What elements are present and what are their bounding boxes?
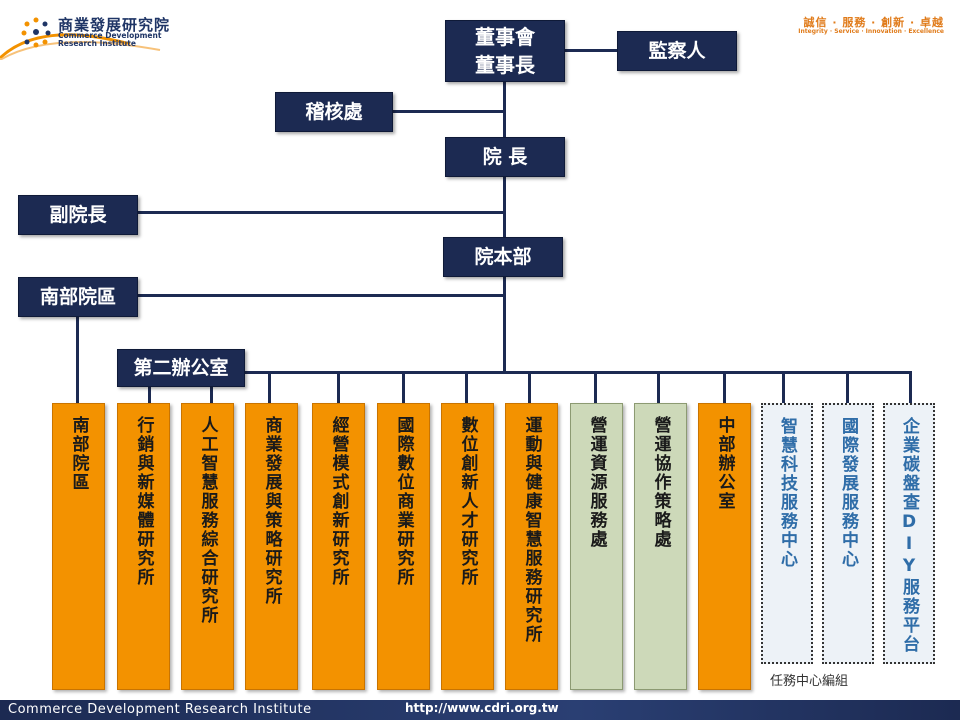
connector-units-bus — [150, 371, 912, 374]
drop-line — [782, 371, 785, 404]
unit-marketing-new-media: 行銷與新媒體研究所 — [117, 403, 170, 690]
drop-line — [268, 371, 271, 404]
logo-subtitle: Commerce Development Research Institute — [58, 31, 162, 48]
drop-line — [909, 371, 912, 404]
header-swoosh — [0, 33, 161, 60]
logo-icon — [21, 17, 51, 48]
headquarters-box: 院本部 — [443, 237, 563, 277]
motto: 誠信 · 服務 · 創新 · 卓越 — [803, 16, 944, 29]
supervisor-box: 監察人 — [617, 31, 737, 71]
unit-digital-commerce: 國際數位商業研究所 — [377, 403, 430, 690]
vice-president-box: 副院長 — [18, 195, 138, 235]
footer-name: Commerce Development Research Institute — [8, 702, 312, 717]
connector-south-campus — [138, 294, 505, 297]
connector-audit — [393, 110, 505, 113]
unit-ai-services: 人工智慧服務綜合研究所 — [181, 403, 234, 690]
drop-line — [337, 371, 340, 404]
second-office-box: 第二辦公室 — [117, 349, 245, 387]
drop-line — [657, 371, 660, 404]
footer-bar — [0, 700, 960, 720]
unit-digital-talent: 數位創新人才研究所 — [441, 403, 494, 690]
unit-central-office: 中部辦公室 — [698, 403, 751, 690]
drop-line — [402, 371, 405, 404]
drop-line — [465, 371, 468, 404]
connector-supervisor — [565, 49, 618, 52]
connector-vice-president — [138, 211, 505, 214]
motto-english: Integrity · Service · Innovation · Excel… — [798, 28, 944, 35]
drop-line — [528, 371, 531, 404]
connector-main-trunk — [503, 80, 506, 372]
drop-line — [148, 371, 151, 404]
connector-south-unit — [76, 317, 79, 403]
board-box: 董事會 董事長 — [445, 20, 565, 82]
unit-operation-resources: 營運資源服務處 — [570, 403, 623, 690]
unit-business-strategy: 商業發展與策略研究所 — [245, 403, 298, 690]
mission-center-note: 任務中心編組 — [770, 674, 849, 689]
connector-second-office — [244, 371, 505, 374]
unit-smart-tech-center: 智慧科技服務中心 — [761, 403, 813, 664]
unit-carbon-platform: 企業碳盤查DIY服務平台 — [883, 403, 935, 664]
drop-line — [594, 371, 597, 404]
board-label: 董事會 — [475, 25, 535, 49]
footer-url[interactable]: http://www.cdri.org.tw — [405, 701, 559, 715]
unit-south-campus: 南部院區 — [52, 403, 105, 690]
unit-operation-strategy: 營運協作策略處 — [634, 403, 687, 690]
president-box: 院 長 — [445, 137, 565, 177]
unit-intl-development-center: 國際發展服務中心 — [822, 403, 874, 664]
drop-line — [210, 371, 213, 404]
drop-line — [846, 371, 849, 404]
drop-line — [723, 371, 726, 404]
chairman-label: 董事長 — [475, 53, 535, 77]
south-campus-box: 南部院區 — [18, 277, 138, 317]
logo-title: 商業發展研究院 — [58, 16, 171, 34]
unit-business-model: 經營模式創新研究所 — [312, 403, 365, 690]
audit-box: 稽核處 — [275, 92, 393, 132]
unit-sports-health: 運動與健康智慧服務研究所 — [505, 403, 558, 690]
